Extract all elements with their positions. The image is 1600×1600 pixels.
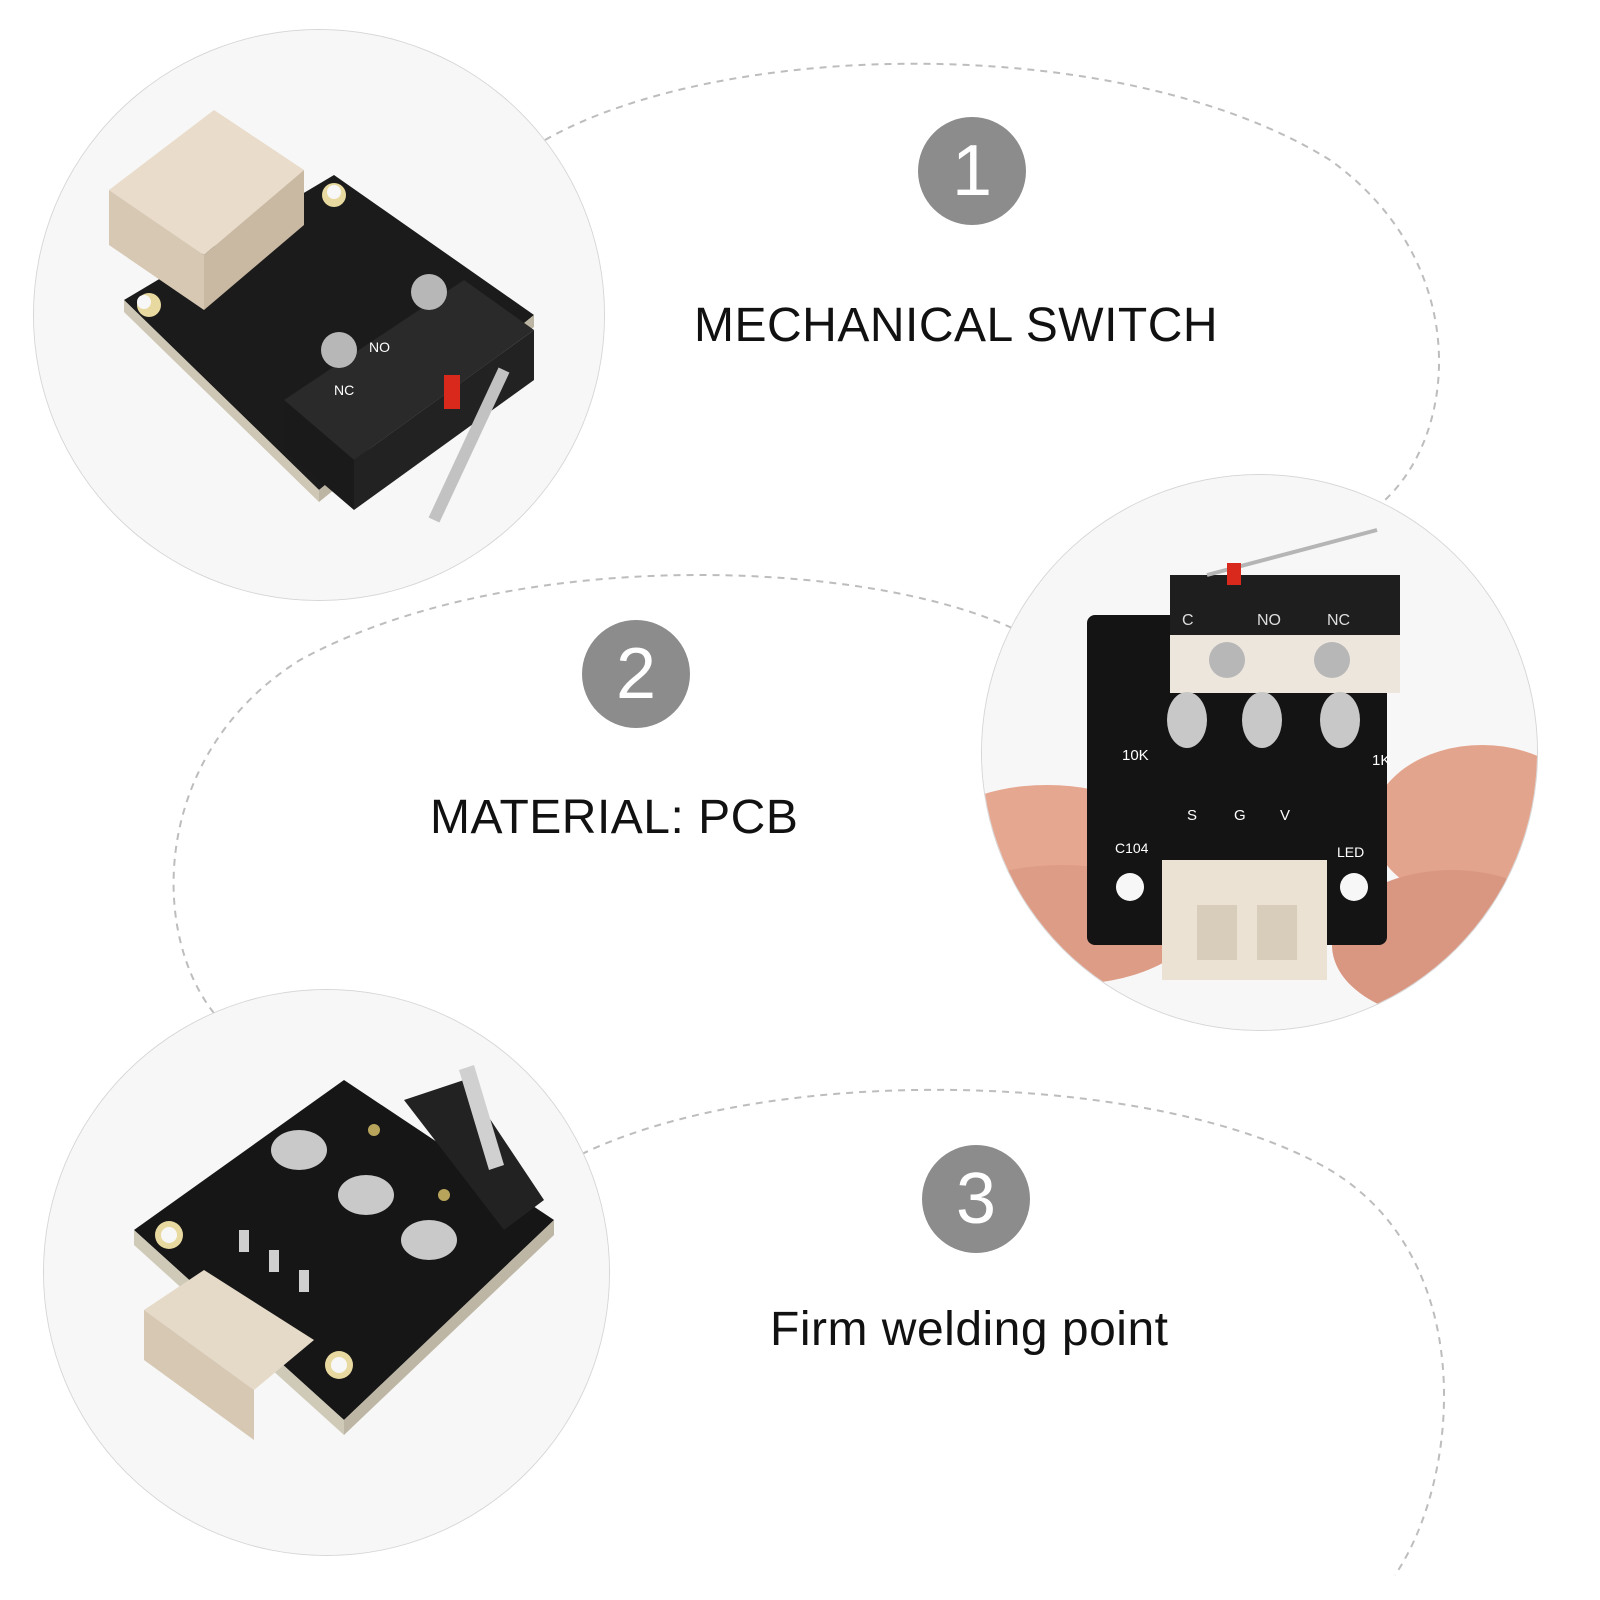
board-label-no-front: NO (1257, 612, 1281, 629)
board-label-g: G (1234, 807, 1246, 824)
board-label-led: LED (1337, 844, 1364, 860)
feature-caption-3: Firm welding point (770, 1303, 1169, 1356)
switch-photo-bottom (44, 990, 609, 1555)
endstop-board-angled-image: NO NC (34, 30, 604, 600)
board-label-v: V (1280, 807, 1290, 824)
switch-photo-middle: C NO NC 10K 1K C104 LED S G V (982, 475, 1537, 1030)
endstop-board-back-image (44, 990, 609, 1555)
endstop-board-front-image: C NO NC 10K 1K C104 LED S G V (982, 475, 1537, 1030)
feature-number-badge-3: 3 (922, 1145, 1030, 1253)
feature-number-badge-2: 2 (582, 620, 690, 728)
board-label-c: C (1182, 612, 1194, 629)
board-label-1k: 1K (1372, 752, 1390, 769)
feature-caption-2: MATERIAL: PCB (430, 791, 799, 844)
board-label-s: S (1187, 807, 1197, 824)
board-label-10k: 10K (1122, 747, 1149, 764)
switch-photo-top: NO NC (34, 30, 604, 600)
board-label-c104: C104 (1115, 840, 1149, 856)
board-label-no: NO (369, 339, 390, 355)
board-label-nc: NC (334, 382, 354, 398)
board-label-nc-front: NC (1327, 612, 1350, 629)
feature-number-badge-1: 1 (918, 117, 1026, 225)
feature-caption-1: MECHANICAL SWITCH (694, 299, 1219, 352)
